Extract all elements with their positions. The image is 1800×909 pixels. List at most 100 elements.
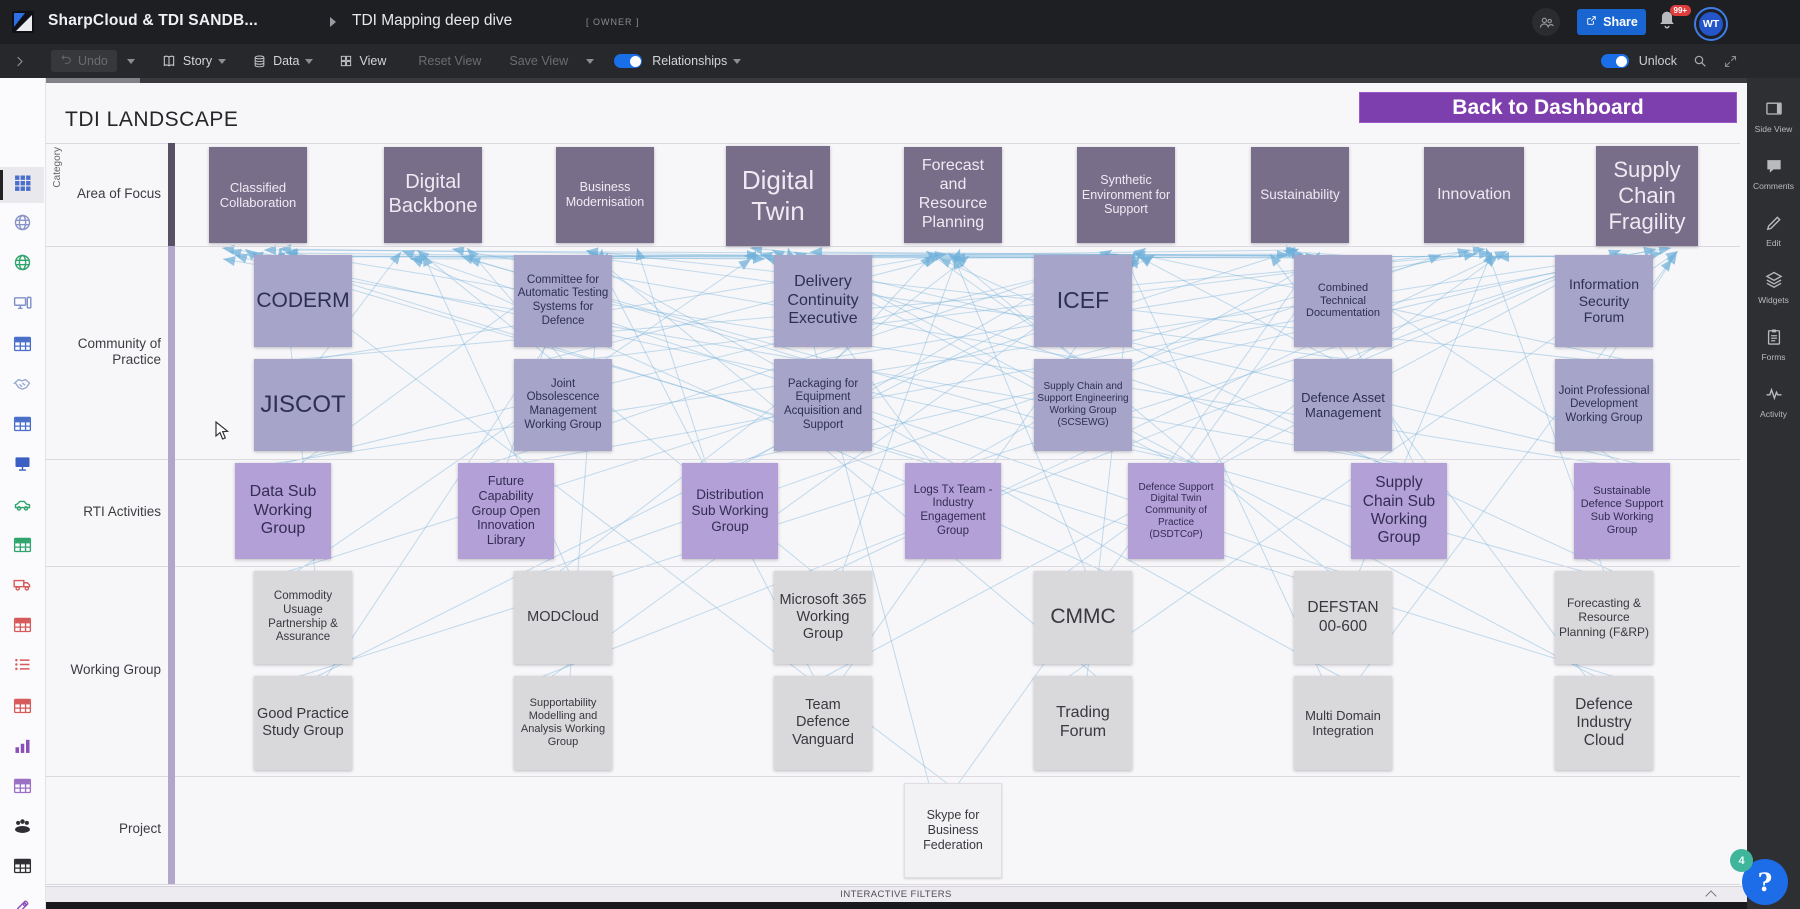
- sidebar-item-screen-7[interactable]: [0, 448, 44, 484]
- node-cop[interactable]: Joint Professional Development Working G…: [1555, 359, 1653, 451]
- sidebar-item-list-12[interactable]: [0, 649, 44, 685]
- node-wg[interactable]: CMMC: [1034, 571, 1132, 664]
- data-menu[interactable]: Data: [252, 54, 314, 69]
- share-button[interactable]: Share: [1577, 9, 1646, 35]
- node-focus[interactable]: Supply Chain Fragility: [1596, 146, 1698, 246]
- relationships-toggle-group[interactable]: Relationships: [614, 54, 742, 68]
- search-icon[interactable]: [1692, 53, 1708, 69]
- presence-users-icon[interactable]: [1532, 8, 1560, 36]
- sharpcloud-logo-icon[interactable]: [12, 11, 34, 33]
- undo-button[interactable]: Undo: [51, 50, 117, 72]
- sidebar-item-table-17[interactable]: [0, 850, 44, 886]
- rightbar-activity[interactable]: Activity: [1747, 375, 1800, 427]
- node-focus[interactable]: Sustainability: [1251, 147, 1349, 243]
- node-wg[interactable]: Microsoft 365 Working Group: [774, 571, 872, 664]
- node-wg[interactable]: Trading Forum: [1034, 676, 1132, 770]
- rightbar-comment[interactable]: Comments: [1747, 147, 1800, 199]
- node-rti[interactable]: Distribution Sub Working Group: [682, 463, 778, 559]
- sidebar-item-table-6[interactable]: [0, 408, 44, 444]
- user-avatar[interactable]: WT: [1694, 7, 1728, 41]
- node-cop[interactable]: Delivery Continuity Executive: [774, 255, 872, 347]
- back-to-dashboard-button[interactable]: Back to Dashboard: [1359, 92, 1737, 123]
- sidebar-item-handshake-5[interactable]: [0, 368, 44, 404]
- sidebar-item-table-15[interactable]: [0, 770, 44, 806]
- story-menu[interactable]: Story: [161, 53, 227, 69]
- rightbar-edit[interactable]: Edit: [1747, 204, 1800, 256]
- node-rti[interactable]: Future Capability Group Open Innovation …: [458, 463, 554, 559]
- sidebar-item-vehicle-8[interactable]: [0, 489, 44, 525]
- owner-badge: [ OWNER ]: [586, 17, 640, 27]
- node-wg[interactable]: Forecasting & Resource Planning (F&RP): [1555, 571, 1653, 664]
- story-title[interactable]: SharpCloud & TDI SANDB...: [48, 12, 258, 29]
- sidebar-item-table-11[interactable]: [0, 609, 44, 645]
- node-cop[interactable]: Joint Obsolescence Management Working Gr…: [514, 359, 612, 451]
- node-focus[interactable]: Business Modernisation: [556, 147, 654, 243]
- node-wg[interactable]: Defence Industry Cloud: [1555, 676, 1653, 770]
- node-focus[interactable]: Synthetic Environment for Support: [1077, 147, 1175, 243]
- view-dropdown-caret[interactable]: [586, 58, 595, 64]
- node-cop[interactable]: Defence Asset Management: [1294, 359, 1392, 451]
- node-wg[interactable]: DEFSTAN 00-600: [1294, 571, 1392, 664]
- node-cop[interactable]: Supply Chain and Support Engineering Wor…: [1034, 359, 1132, 451]
- horizontal-scrollbar[interactable]: [45, 78, 1747, 83]
- undo-dropdown-caret[interactable]: [126, 58, 135, 64]
- unlock-toggle-group[interactable]: Unlock: [1600, 54, 1677, 68]
- node-focus[interactable]: Digital Twin: [726, 146, 830, 246]
- node-cop[interactable]: ICEF: [1034, 255, 1132, 347]
- rightbar-sideview[interactable]: Side View: [1747, 90, 1800, 142]
- row-label-project: Project: [118, 821, 161, 836]
- node-wg[interactable]: Team Defence Vanguard: [774, 676, 872, 770]
- story-caret: [218, 58, 227, 64]
- node-cop[interactable]: Committee for Automatic Testing Systems …: [514, 255, 612, 347]
- toolbar: Undo Story Data View Reset View Save Vie…: [0, 44, 1800, 78]
- node-wg[interactable]: Good Practice Study Group: [254, 676, 352, 770]
- sidebar-item-grid-0[interactable]: [0, 167, 44, 203]
- fullscreen-expand-icon[interactable]: [1723, 54, 1738, 69]
- node-focus[interactable]: Innovation: [1424, 147, 1524, 243]
- sidebar-item-table-4[interactable]: [0, 328, 44, 364]
- node-cop[interactable]: JISCOT: [254, 359, 352, 451]
- save-view-button[interactable]: Save View: [509, 54, 569, 68]
- node-rti[interactable]: Data Sub Working Group: [235, 463, 331, 559]
- node-wg[interactable]: MODCloud: [514, 571, 612, 664]
- node-rti[interactable]: Supply Chain Sub Working Group: [1351, 463, 1447, 559]
- node-rti[interactable]: Defence Support Digital Twin Community o…: [1128, 463, 1224, 559]
- interactive-filters-bar[interactable]: INTERACTIVE FILTERS: [45, 886, 1747, 902]
- horizontal-scrollbar-thumb[interactable]: [45, 78, 140, 83]
- view-menu[interactable]: View: [339, 54, 386, 68]
- node-rti[interactable]: Sustainable Defence Support Sub Working …: [1574, 463, 1670, 559]
- sidebar-item-people-16[interactable]: [0, 810, 44, 846]
- relationships-toggle[interactable]: [614, 54, 643, 68]
- node-focus[interactable]: Classified Collaboration: [209, 147, 307, 243]
- filters-collapse-chevron-icon[interactable]: [1705, 890, 1717, 902]
- node-wg[interactable]: Commodity Usuage Partnership & Assurance: [254, 571, 352, 664]
- sidebar-item-table-9[interactable]: [0, 529, 44, 565]
- node-focus[interactable]: Forecast and Resource Planning: [904, 147, 1002, 243]
- node-cop[interactable]: Combined Technical Documentation: [1294, 255, 1392, 347]
- rightbar-widgets[interactable]: Widgets: [1747, 261, 1800, 313]
- node-project[interactable]: Skype for Business Federation: [904, 783, 1002, 878]
- node-cop[interactable]: CODERM: [254, 255, 352, 347]
- unlock-toggle[interactable]: [1600, 54, 1629, 68]
- node-rti[interactable]: Logs Tx Team - Industry Engagement Group: [905, 463, 1001, 559]
- node-wg[interactable]: Multi Domain Integration: [1294, 676, 1392, 770]
- sidebar-item-table-13[interactable]: [0, 690, 44, 726]
- sidebar-item-globe-2[interactable]: [0, 247, 44, 283]
- sidebar-item-chart-14[interactable]: [0, 730, 44, 766]
- expand-panel-chevron-icon[interactable]: [12, 54, 27, 69]
- sidebar-item-truck-10[interactable]: [0, 569, 44, 605]
- node-cop[interactable]: Packaging for Equipment Acquisition and …: [774, 359, 872, 451]
- node-cop[interactable]: Information Security Forum: [1555, 255, 1653, 347]
- sidebar-item-rocket-18[interactable]: [0, 891, 44, 909]
- node-wg[interactable]: Supportability Modelling and Analysis Wo…: [514, 676, 612, 770]
- reset-view-button[interactable]: Reset View: [418, 54, 482, 68]
- rightbar-forms[interactable]: Forms: [1747, 318, 1800, 370]
- comment-icon: [1764, 156, 1784, 178]
- page-title[interactable]: TDI Mapping deep dive: [352, 12, 513, 29]
- node-focus[interactable]: Digital Backbone: [384, 147, 482, 243]
- sidebar-item-globe-1[interactable]: [0, 207, 44, 243]
- sidebar-item-monitor-3[interactable]: [0, 288, 44, 324]
- notifications-bell-icon[interactable]: 99+: [1656, 5, 1691, 38]
